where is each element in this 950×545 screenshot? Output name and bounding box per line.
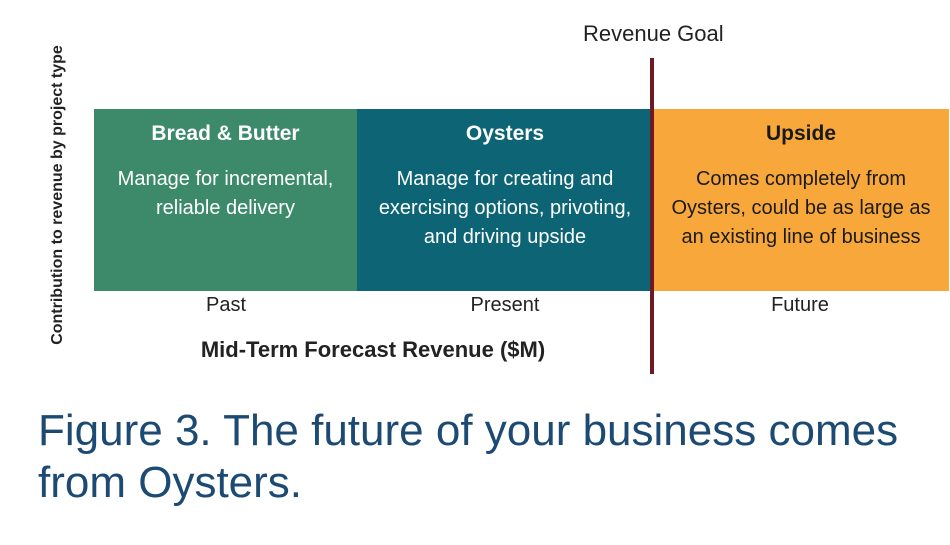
figure-caption: Figure 3. The future of your business co… <box>38 406 899 507</box>
upside-description: Comes completely from Oysters, could be … <box>671 168 931 248</box>
bread-butter-box: Bread & Butter Manage for incremental, r… <box>94 109 357 291</box>
timeline-present: Present <box>470 294 540 316</box>
oysters-description: Manage for creating and exercising optio… <box>378 168 632 248</box>
y-axis-label: Contribution to revenue by project type <box>49 45 66 345</box>
oysters-box: Oysters Manage for creating and exercisi… <box>357 109 653 291</box>
bread-butter-description: Manage for incremental, reliable deliver… <box>117 168 334 219</box>
timeline-future: Future <box>771 294 829 316</box>
upside-box: Upside Comes completely from Oysters, co… <box>653 109 949 291</box>
timeline-past: Past <box>205 294 247 316</box>
x-axis-label: Mid-Term Forecast Revenue ($M) <box>200 337 546 362</box>
revenue-goal-label: Revenue Goal <box>583 21 724 46</box>
bread-butter-title: Bread & Butter <box>151 122 300 145</box>
oysters-title: Oysters <box>465 122 545 145</box>
upside-title: Upside <box>765 122 836 145</box>
revenue-goal-line <box>650 58 654 374</box>
